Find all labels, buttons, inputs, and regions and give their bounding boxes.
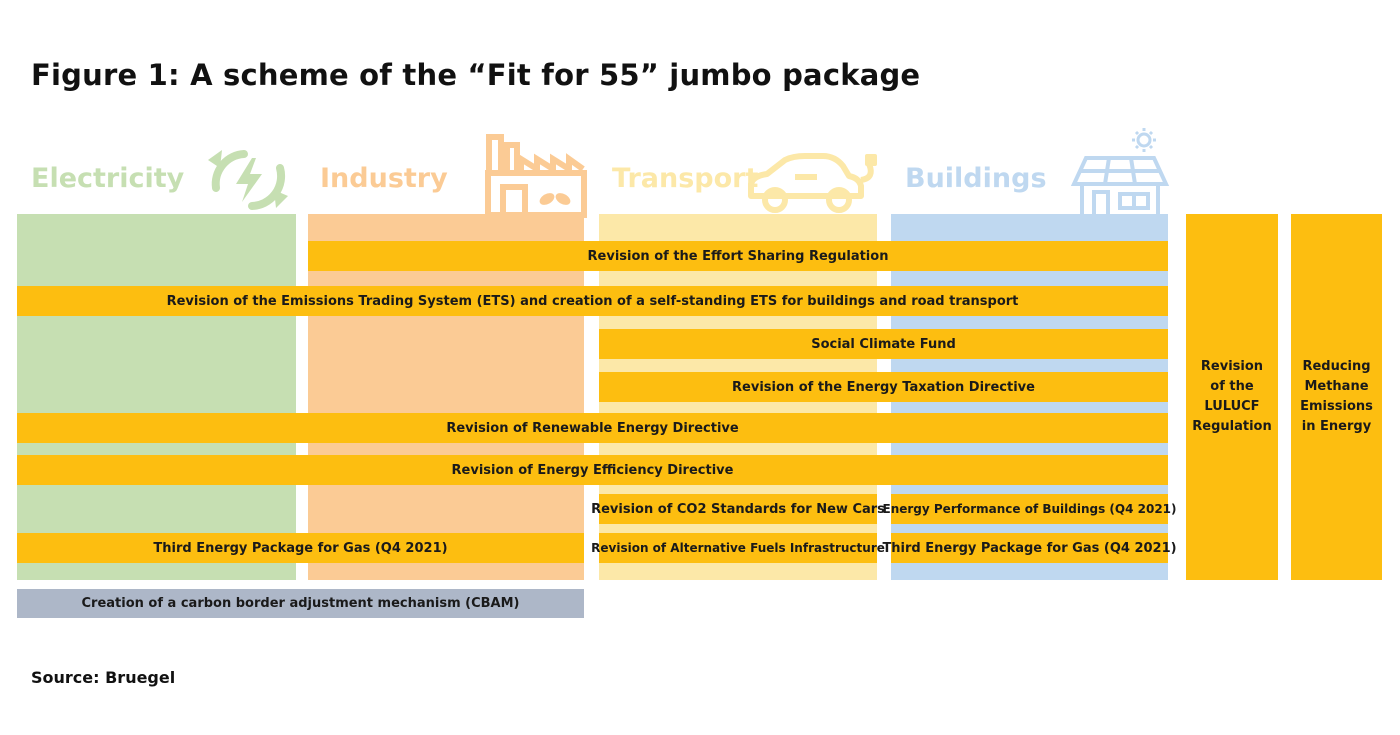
measure-social-climate-fund: Social Climate Fund — [599, 329, 1168, 359]
measure-effort-sharing: Revision of the Effort Sharing Regulatio… — [308, 241, 1168, 271]
measure-cbam: Creation of a carbon border adjustment m… — [17, 589, 584, 618]
sector-label-buildings: Buildings — [905, 163, 1047, 194]
measure-alt-fuels: Revision of Alternative Fuels Infrastruc… — [591, 533, 885, 563]
sector-label-transport: Transport — [612, 163, 759, 194]
measure-label: Third Energy Package for Gas (Q4 2021) — [153, 540, 448, 556]
measure-third-energy-gas-right: Third Energy Package for Gas (Q4 2021) — [882, 533, 1177, 563]
figure-title: Figure 1: A scheme of the “Fit for 55” j… — [31, 58, 921, 92]
measure-label: Creation of a carbon border adjustment m… — [81, 596, 520, 611]
measure-co2-cars: Revision of CO2 Standards for New Cars — [591, 494, 885, 524]
electric-car-icon — [748, 153, 877, 213]
measure-renewable-energy: Revision of Renewable Energy Directive — [17, 413, 1168, 443]
column-industry — [308, 214, 584, 580]
measure-label: Revision of the Emissions Trading System… — [166, 293, 1019, 309]
measure-lulucf: Revision of the LULUCF Regulation — [1186, 214, 1278, 580]
measure-label: Reducing Methane Emissions in Energy — [1300, 359, 1373, 434]
measure-label: Energy Performance of Buildings (Q4 2021… — [882, 502, 1177, 516]
measure-label: Social Climate Fund — [811, 336, 956, 352]
sector-label-electricity: Electricity — [31, 163, 185, 194]
measure-label: Third Energy Package for Gas (Q4 2021) — [882, 540, 1177, 556]
measure-label: Revision of the LULUCF Regulation — [1192, 359, 1272, 434]
measure-energy-taxation: Revision of the Energy Taxation Directiv… — [599, 372, 1168, 402]
recycle-lightning-icon — [208, 150, 288, 210]
column-electricity — [17, 214, 296, 580]
measure-label: Revision of Renewable Energy Directive — [446, 420, 739, 436]
measure-label: Revision of CO2 Standards for New Cars — [591, 501, 885, 517]
measure-energy-efficiency: Revision of Energy Efficiency Directive — [17, 455, 1168, 485]
measure-third-energy-gas-left: Third Energy Package for Gas (Q4 2021) — [17, 533, 584, 563]
measure-label: Revision of the Energy Taxation Directiv… — [732, 379, 1035, 395]
measure-label: Revision of the Effort Sharing Regulatio… — [587, 248, 889, 264]
source-note: Source: Bruegel — [31, 668, 176, 687]
factory-icon — [485, 134, 587, 218]
measure-label: Revision of Energy Efficiency Directive — [451, 462, 734, 478]
measure-energy-performance-buildings: Energy Performance of Buildings (Q4 2021… — [883, 494, 1177, 524]
solar-house-icon — [1070, 128, 1170, 218]
measure-label: Revision of Alternative Fuels Infrastruc… — [591, 541, 885, 555]
sector-label-industry: Industry — [320, 163, 448, 194]
measure-ets: Revision of the Emissions Trading System… — [17, 286, 1168, 316]
measure-methane: Reducing Methane Emissions in Energy — [1291, 214, 1382, 580]
